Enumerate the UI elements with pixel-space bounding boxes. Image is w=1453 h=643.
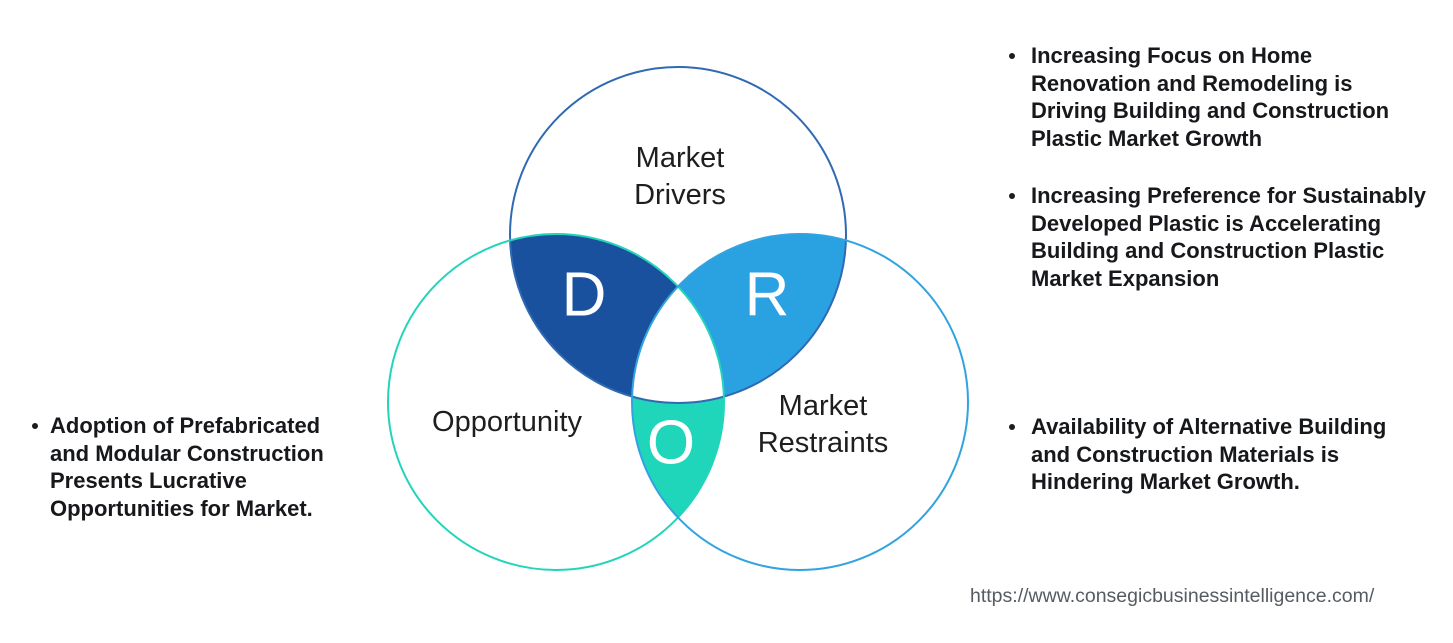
list-item: Adoption of Prefabricated and Modular Co… (32, 412, 332, 522)
bullet-dot-icon (1009, 53, 1015, 59)
source-url: https://www.consegicbusinessintelligence… (970, 585, 1375, 607)
bullet-text: Increasing Preference for Sustainably De… (1031, 183, 1426, 291)
bullet-text: Availability of Alternative Building and… (1031, 414, 1387, 494)
drivers-bullet-list: Increasing Focus on Home Renovation and … (1009, 42, 1433, 292)
bullet-dot-icon (32, 423, 38, 429)
market-drivers-label: Market Drivers (634, 142, 726, 211)
bullet-dot-icon (1009, 193, 1015, 199)
venn-diagram: D R O (387, 66, 969, 571)
opportunity-bullet-list: Adoption of Prefabricated and Modular Co… (32, 412, 332, 522)
opportunity-circle-outline (387, 233, 725, 571)
list-item: Availability of Alternative Building and… (1009, 413, 1433, 496)
region-letter-d: D (562, 261, 607, 330)
bullet-text: Increasing Focus on Home Renovation and … (1031, 43, 1390, 151)
restraints-bullet-list: Availability of Alternative Building and… (1009, 413, 1433, 496)
bullet-dot-icon (1009, 424, 1015, 430)
drivers-circle-outline (509, 66, 847, 404)
opportunity-label: Opportunity (432, 406, 582, 438)
bullet-text: Adoption of Prefabricated and Modular Co… (50, 413, 324, 521)
region-letter-o: O (647, 409, 695, 478)
list-item: Increasing Focus on Home Renovation and … (1009, 42, 1433, 152)
region-letter-r: R (745, 261, 790, 330)
market-restraints-label: Market Restraints (757, 390, 889, 459)
list-item: Increasing Preference for Sustainably De… (1009, 182, 1433, 292)
restraints-circle-outline (631, 233, 969, 571)
